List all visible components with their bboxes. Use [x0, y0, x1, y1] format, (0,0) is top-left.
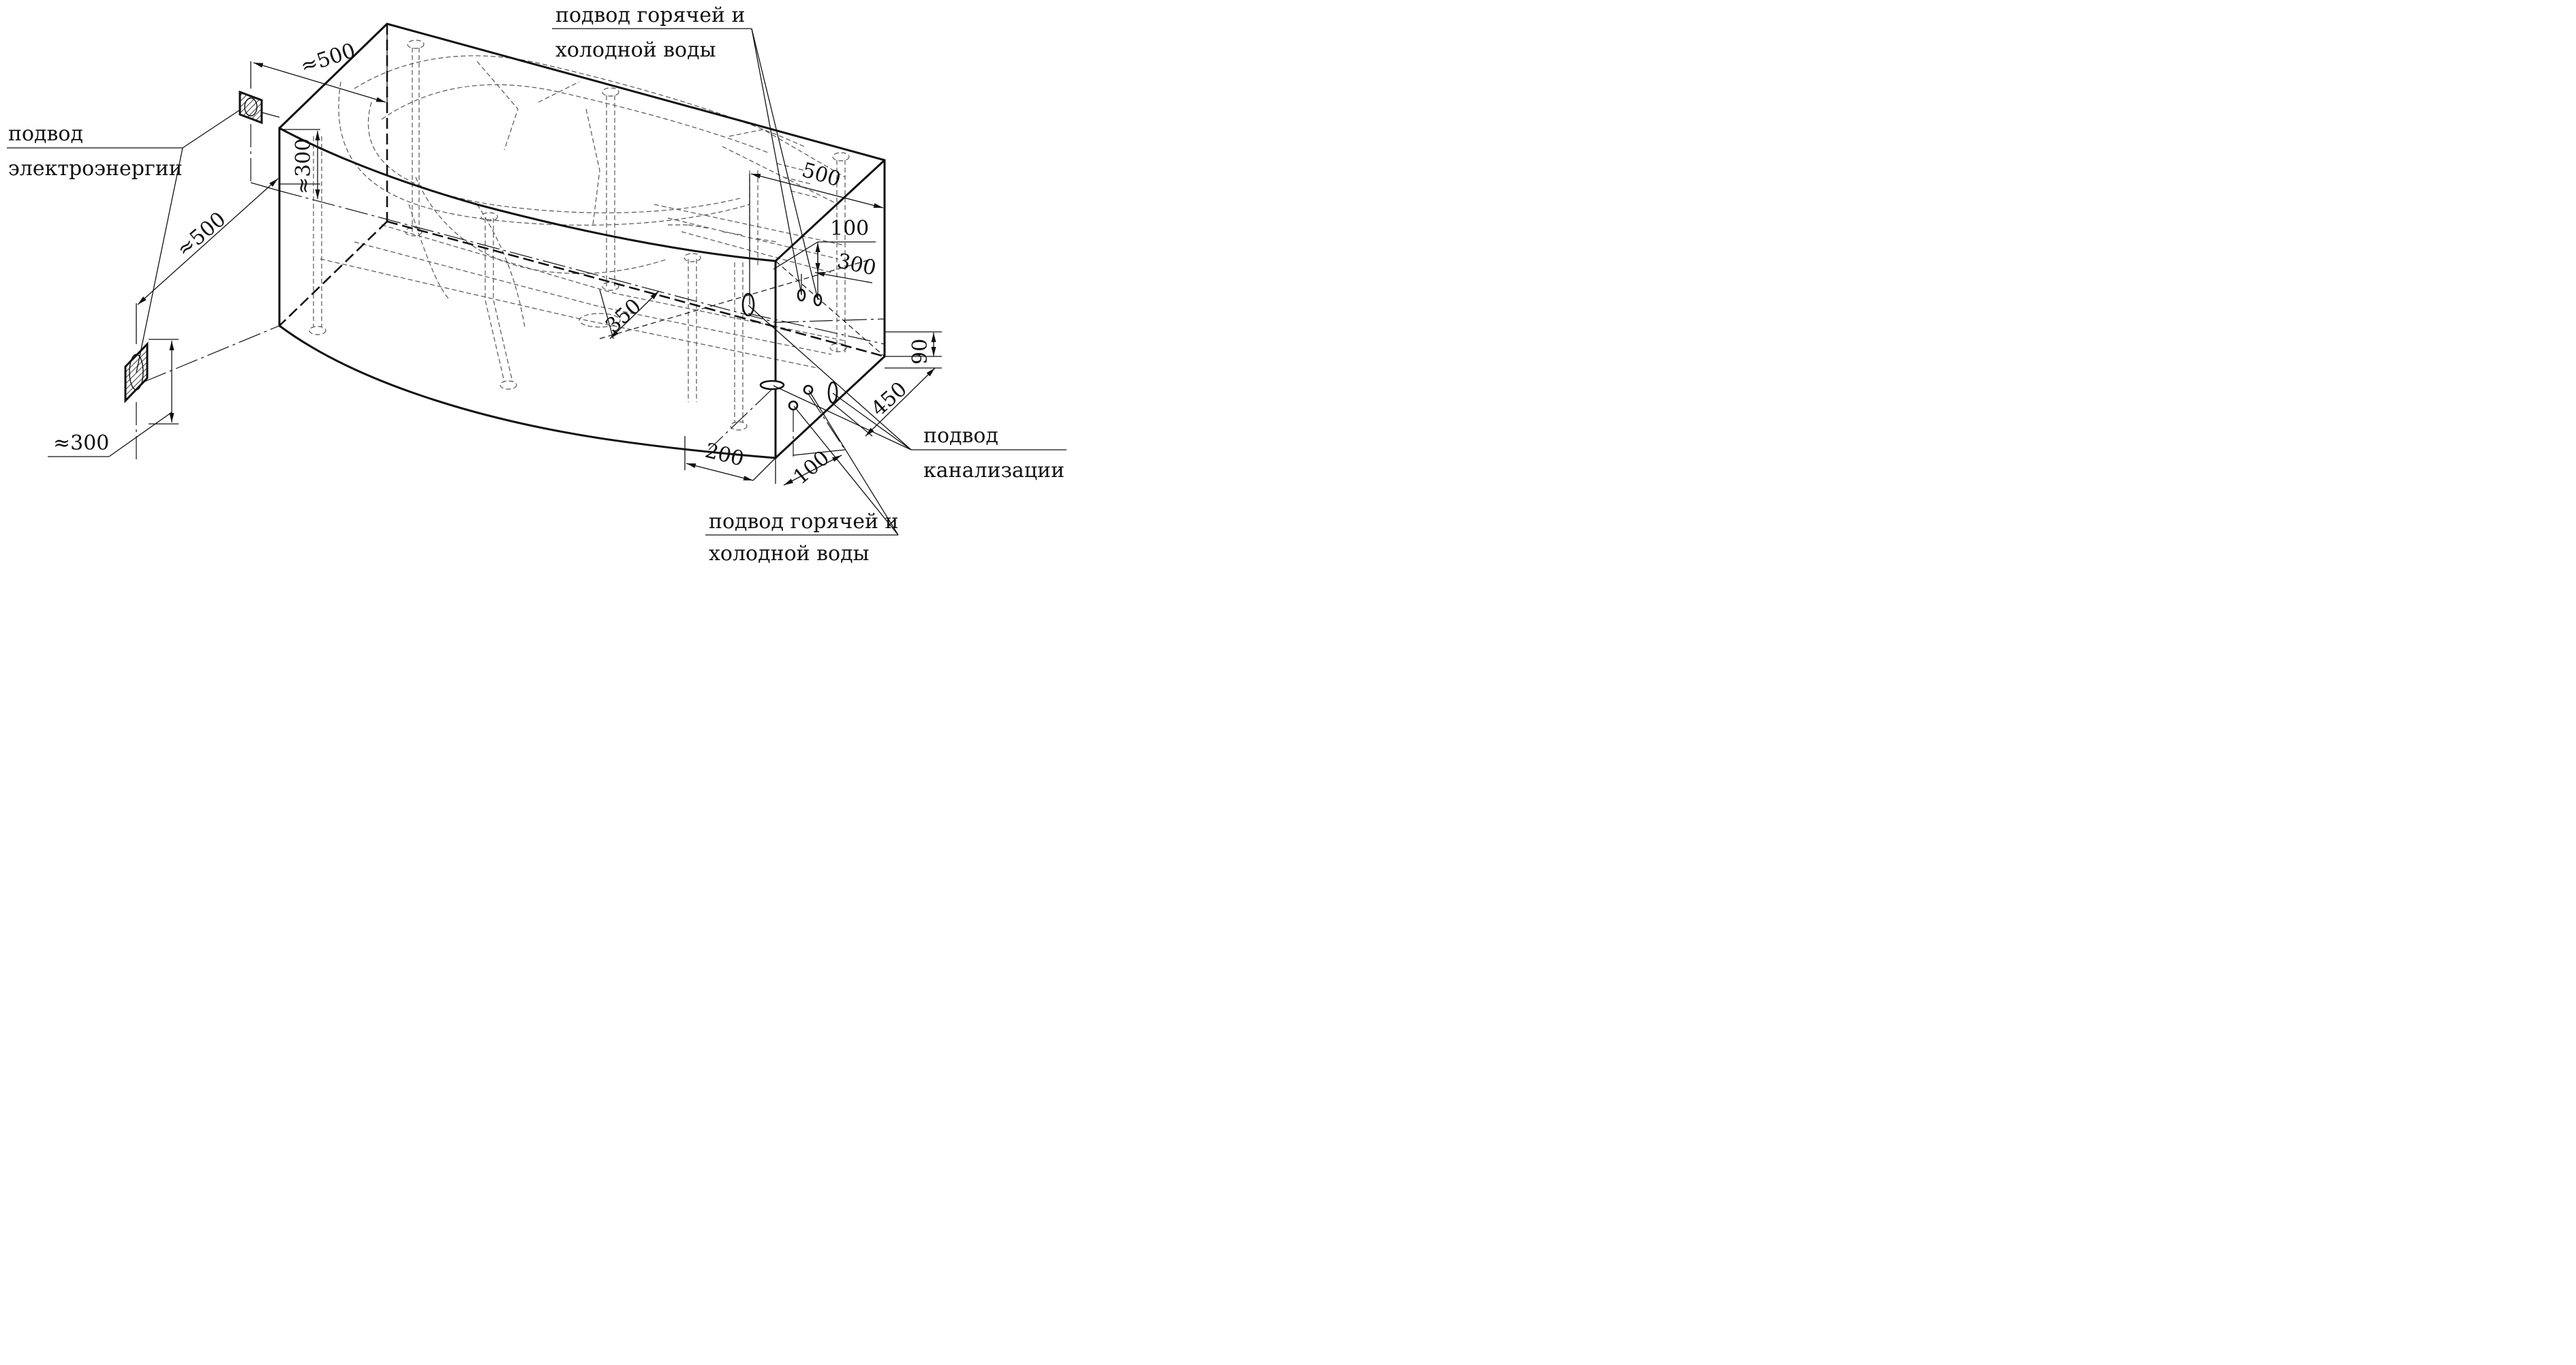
callout-leaders	[7, 28, 1067, 536]
label-water-top-line1: подвод горячей и	[555, 3, 746, 27]
hidden-bathtub-structure	[309, 40, 850, 431]
dim-water-height: 300	[835, 249, 878, 281]
label-sewer-line1: подвод	[923, 424, 998, 448]
label-water-bottom-line2: холодной воды	[709, 542, 869, 564]
label-electric-line2: электроэнергии	[8, 157, 183, 181]
label-water-top-line2: холодной воды	[555, 38, 716, 62]
bathtub-box-outline	[278, 22, 886, 459]
drain-end-icon	[827, 381, 838, 404]
dim-socket-top-offset: ≈500	[298, 39, 358, 79]
drain-bottom-icon	[759, 380, 785, 390]
label-water-bottom-line1: подвод горячей и	[709, 510, 899, 534]
callout-labels: подвод электроэнергии подвод горячей и х…	[8, 3, 1064, 564]
dim-sewer-200: 200	[703, 439, 746, 472]
water-fitting-bottom-right-icon	[803, 384, 814, 395]
label-sewer-line2: канализации	[923, 459, 1064, 482]
dim-water-gap: 100	[830, 217, 869, 241]
drain-side-icon	[741, 292, 755, 317]
socket-top-icon	[239, 90, 263, 125]
dim-socket-bottom-offset: ≈500	[172, 207, 231, 262]
fittings	[741, 288, 838, 411]
dim-socket-bottom-height: ≈300	[53, 431, 109, 455]
dim-socket-top-height: ≈300	[292, 138, 316, 194]
bathtub-installation-diagram: ≈500 ≈300 ≈500 ≈300 500 100 300 350 90 4…	[7, 3, 1067, 564]
dim-sewer-100: 100	[789, 446, 834, 490]
dim-sewer-450: 450	[867, 378, 912, 421]
dim-drain-height: 90	[908, 339, 932, 365]
label-electric-line1: подвод	[8, 122, 83, 146]
